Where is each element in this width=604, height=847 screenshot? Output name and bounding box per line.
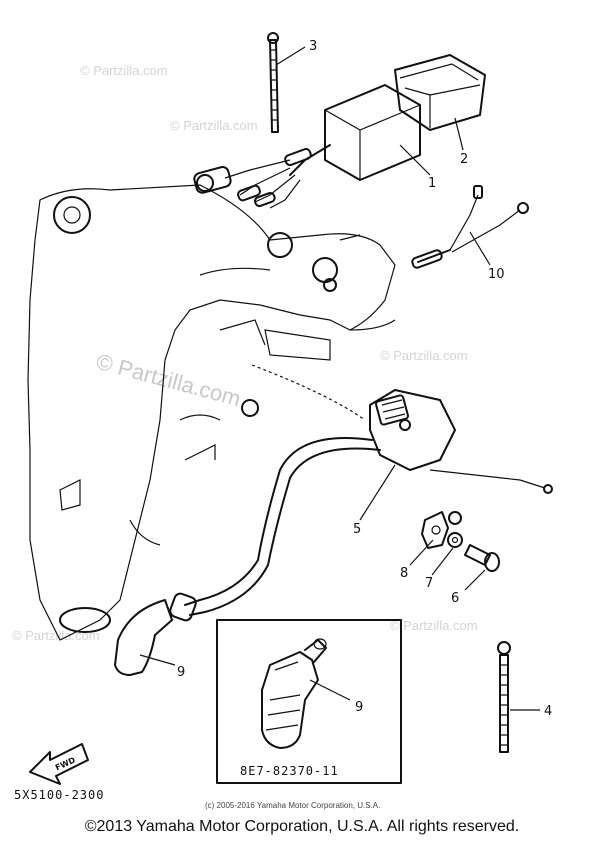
inset-box: 8E7-82370-11 [216, 619, 402, 784]
spark-plug-wire [184, 437, 381, 616]
mounting-bracket [421, 511, 462, 549]
fwd-arrow: FWD [29, 743, 89, 785]
spark-plug-cap-inset [261, 638, 327, 749]
footer-copyright: ©2013 Yamaha Motor Corporation, U.S.A. A… [84, 818, 520, 835]
watermark-top-center: © Partzilla.com [170, 118, 258, 133]
small-copyright: (c) 2005-2016 Yamaha Motor Corporation, … [205, 801, 380, 810]
label-part-9-inset: 9 [355, 700, 363, 715]
watermark-low-left: © Partzilla.com [12, 628, 100, 643]
label-part-4: 4 [544, 704, 552, 719]
cable-tie-bottom [497, 641, 511, 753]
watermark-mid-right: © Partzilla.com [380, 348, 468, 363]
label-part-2: 2 [460, 152, 468, 167]
label-part-3: 3 [309, 39, 317, 54]
watermark-center: © Partzilla.com [94, 349, 244, 412]
spark-plug-cap-main [114, 592, 197, 676]
bolt [464, 544, 500, 572]
washer [447, 532, 463, 548]
cdi-unit [193, 84, 421, 209]
watermark-low-right: © Partzilla.com [390, 618, 478, 633]
frame-outline [27, 184, 396, 641]
rubber-cover [394, 54, 486, 131]
drawing-code: 5X5100-2300 [14, 788, 104, 802]
cable-tie-top [267, 32, 279, 133]
label-part-10: 10 [488, 267, 505, 282]
label-part-5: 5 [353, 522, 361, 537]
fwd-label: FWD [54, 755, 77, 772]
label-part-7: 7 [425, 576, 433, 591]
watermark-top-left: © Partzilla.com [80, 63, 168, 78]
inset-part-code: 8E7-82370-11 [240, 764, 339, 778]
ignition-coil [369, 389, 553, 494]
label-part-8: 8 [400, 566, 408, 581]
label-part-9-main: 9 [177, 665, 185, 680]
label-part-6: 6 [451, 591, 459, 606]
wire-harness [411, 185, 529, 269]
label-part-1: 1 [428, 176, 436, 191]
